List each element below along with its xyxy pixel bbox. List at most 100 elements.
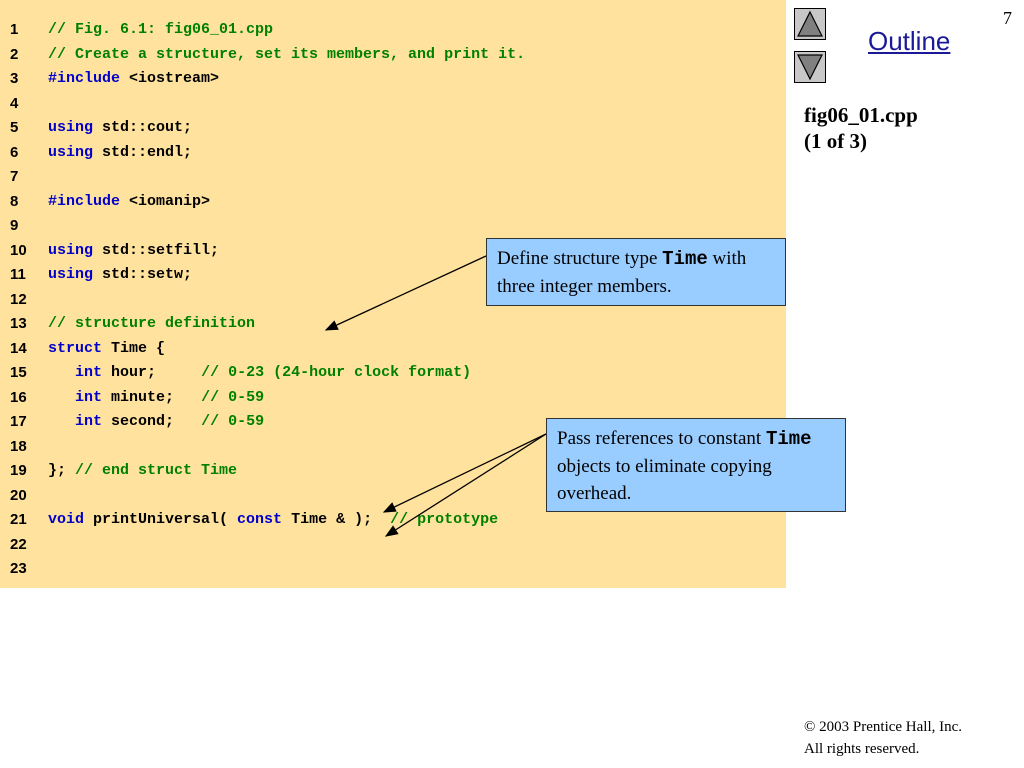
code-comment: // prototype <box>390 511 499 528</box>
code-line: 22 <box>0 533 786 557</box>
code-keyword: int <box>75 388 103 406</box>
code-text: #include <iomanip> <box>48 190 210 214</box>
code-text: int hour; // 0-23 (24-hour clock format) <box>48 361 471 385</box>
code-line: 23 <box>0 557 786 581</box>
code-token <box>48 364 75 381</box>
down-triangle-icon <box>797 54 823 81</box>
file-part: (1 of 3) <box>804 129 867 153</box>
line-number: 11 <box>10 266 26 283</box>
code-comment: // Fig. 6.1: fig06_01.cpp <box>48 21 274 38</box>
code-token: std::setfill; <box>93 241 220 259</box>
code-line: 8 #include <iomanip> <box>0 190 786 214</box>
code-line: 11 using std::setw; <box>0 263 786 287</box>
callout-struct-definition: Define structure type Time with three in… <box>486 238 786 306</box>
code-text: }; // end struct Time <box>48 459 237 483</box>
copyright-line-2: All rights reserved. <box>804 741 920 757</box>
line-number: 14 <box>10 339 27 357</box>
code-line: 16 int minute; // 0-59 <box>0 386 786 410</box>
line-number: 8 <box>10 192 19 210</box>
code-line: 2// Create a structure, set its members,… <box>0 43 786 67</box>
code-keyword: using <box>48 241 94 259</box>
code-line: 7 <box>0 165 786 189</box>
code-token: }; <box>48 462 76 479</box>
code-token: hour; <box>102 364 202 381</box>
callout-code-term: Time <box>662 248 708 270</box>
code-line: 5 using std::cout; <box>0 116 786 140</box>
code-keyword: using <box>48 266 94 283</box>
code-keyword: int <box>75 413 103 430</box>
line-number: 9 <box>10 217 19 234</box>
line-number: 23 <box>10 560 27 577</box>
code-keyword: int <box>75 364 103 381</box>
line-number: 18 <box>10 437 27 455</box>
callout-pass-references: Pass references to constant Time objects… <box>546 418 846 512</box>
line-number: 16 <box>10 388 27 406</box>
code-line: 9 <box>0 214 786 238</box>
code-line: 12 <box>0 288 786 312</box>
code-comment: // 0-59 <box>201 388 265 406</box>
callout-text: Pass references to constant <box>557 428 766 449</box>
code-text: using std::setw; <box>48 263 192 287</box>
line-number: 3 <box>10 70 19 87</box>
copyright-notice: © 2003 Prentice Hall, Inc. All rights re… <box>804 716 962 760</box>
code-keyword: #include <box>48 70 121 87</box>
line-number: 22 <box>10 535 27 553</box>
code-line: 3 #include <iostream> <box>0 67 786 91</box>
code-text: int minute; // 0-59 <box>48 386 264 410</box>
code-line: 6 using std::endl; <box>0 141 786 165</box>
code-text: // structure definition <box>48 312 255 336</box>
code-token: Time { <box>102 339 166 357</box>
line-number: 21 <box>10 511 27 528</box>
code-line: 18 <box>0 435 786 459</box>
code-text: // Create a structure, set its members, … <box>48 43 525 67</box>
up-triangle-icon <box>797 10 823 37</box>
code-text: int second; // 0-59 <box>48 410 264 434</box>
previous-slide-button[interactable] <box>794 8 826 40</box>
code-token: Time & ); <box>282 511 391 528</box>
code-line: 4 <box>0 92 786 116</box>
code-token: std::cout; <box>93 119 193 136</box>
code-keyword: using <box>48 143 94 161</box>
code-text: using std::cout; <box>48 116 192 140</box>
code-text: #include <iostream> <box>48 67 219 91</box>
code-text: struct Time { <box>48 337 165 361</box>
line-number: 15 <box>10 364 27 381</box>
code-token: <iomanip> <box>120 192 211 210</box>
code-comment: // 0-23 (24-hour clock format) <box>201 364 472 381</box>
code-text: // Fig. 6.1: fig06_01.cpp <box>48 18 273 42</box>
callout-text: Define structure type <box>497 248 663 269</box>
code-token <box>48 413 75 430</box>
copyright-symbol: © <box>804 719 816 735</box>
code-comment: // structure definition <box>48 315 256 332</box>
outline-link[interactable]: Outline <box>868 26 951 56</box>
line-number: 20 <box>10 486 27 504</box>
line-number: 5 <box>10 119 19 136</box>
code-keyword: void <box>48 511 85 528</box>
line-number: 7 <box>10 168 19 185</box>
code-comment: // Create a structure, set its members, … <box>48 45 526 63</box>
file-label: fig06_01.cpp (1 of 3) <box>804 102 918 154</box>
line-number: 10 <box>10 241 27 259</box>
code-text: void printUniversal( const Time & ); // … <box>48 508 498 532</box>
code-keyword: using <box>48 119 94 136</box>
line-number: 6 <box>10 143 19 161</box>
code-line: 15 int hour; // 0-23 (24-hour clock form… <box>0 361 786 385</box>
code-keyword: #include <box>48 192 121 210</box>
code-line: 1 // Fig. 6.1: fig06_01.cpp <box>0 18 786 42</box>
code-line: 13// structure definition <box>0 312 786 336</box>
next-slide-button[interactable] <box>794 51 826 83</box>
code-line: 20 <box>0 484 786 508</box>
code-token: std::setw; <box>93 266 193 283</box>
code-token: std::endl; <box>93 143 193 161</box>
line-number: 12 <box>10 290 27 308</box>
code-keyword: struct <box>48 339 103 357</box>
code-keyword: const <box>237 511 283 528</box>
line-number: 1 <box>10 21 19 38</box>
code-line: 10 using std::setfill; <box>0 239 786 263</box>
code-comment: // 0-59 <box>201 413 265 430</box>
callout-code-term: Time <box>765 428 812 450</box>
line-number: 19 <box>10 462 27 479</box>
code-text: using std::setfill; <box>48 239 219 263</box>
code-line: 14 struct Time { <box>0 337 786 361</box>
copyright-line-1: 2003 Prentice Hall, Inc. <box>815 719 963 735</box>
